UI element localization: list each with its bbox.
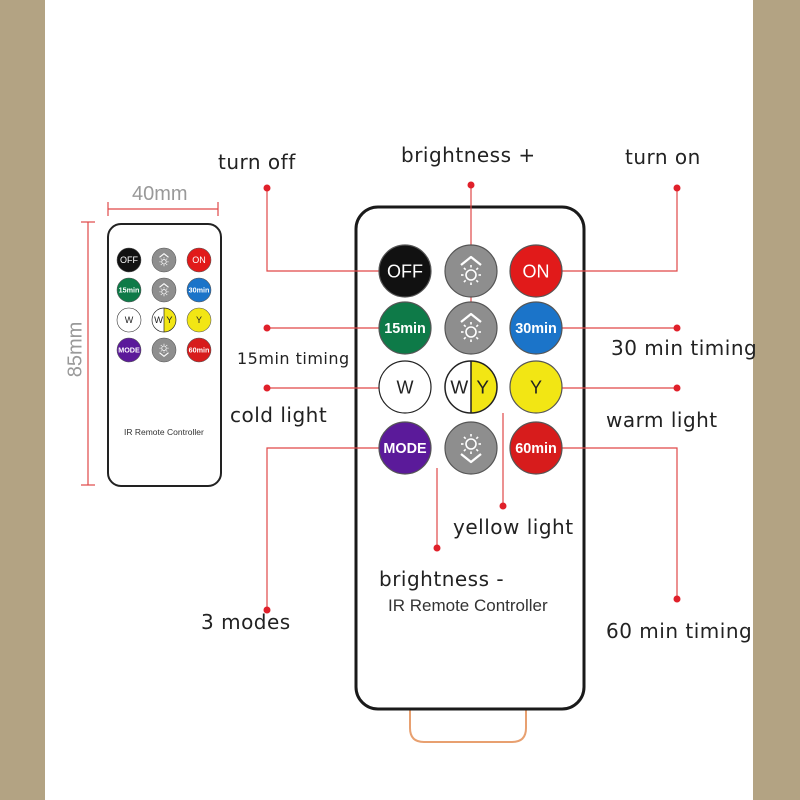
brightness-up-icon bbox=[460, 255, 482, 285]
remote-button-label: 15min bbox=[384, 321, 426, 337]
height-dimension-label: 85mm bbox=[64, 321, 87, 378]
remote-button-label: 15min bbox=[119, 286, 140, 295]
width-dimension-label: 40mm bbox=[132, 183, 188, 205]
remote-button-brightness-down[interactable] bbox=[151, 337, 177, 363]
remote-button-mode[interactable]: MODE bbox=[116, 337, 142, 363]
label-turn-off: turn off bbox=[218, 150, 296, 174]
label-brightness-minus: brightness - bbox=[379, 567, 505, 591]
dimension-lines bbox=[81, 202, 219, 486]
remote-button-w[interactable]: W bbox=[116, 307, 142, 333]
remote-button-15min[interactable]: 15min bbox=[116, 277, 142, 303]
brightness-up-icon bbox=[460, 312, 482, 342]
remote-button-label: W bbox=[154, 315, 163, 326]
remote-button-label: W bbox=[125, 315, 134, 325]
remote-button-60min[interactable]: 60min bbox=[186, 337, 212, 363]
remote-button-label: 60min bbox=[515, 441, 557, 457]
remote-button-y[interactable]: Y bbox=[186, 307, 212, 333]
remote-button-label: 30min bbox=[515, 321, 557, 337]
label-warm-light: warm light bbox=[606, 408, 718, 432]
remote-button-label: MODE bbox=[118, 346, 140, 355]
brightness-up-icon bbox=[159, 283, 169, 297]
remote-caption: IR Remote Controller bbox=[388, 596, 548, 615]
remote-button-y[interactable]: Y bbox=[509, 360, 563, 414]
remote-button-label: ON bbox=[192, 255, 206, 265]
remote-button-off[interactable]: OFF bbox=[378, 244, 432, 298]
label-cold-light: cold light bbox=[230, 403, 328, 427]
leader-lines bbox=[266, 185, 678, 610]
remote-button-60min[interactable]: 60min bbox=[509, 421, 563, 475]
remote-button-w-up[interactable] bbox=[151, 277, 177, 303]
label-turn-on: turn on bbox=[625, 145, 701, 169]
remote-clip bbox=[409, 708, 527, 743]
label-30min-timing: 30 min timing bbox=[611, 336, 758, 360]
remote-button-label: W bbox=[450, 377, 468, 398]
small-remote-caption: IR Remote Controller bbox=[124, 427, 204, 437]
label-3-modes: 3 modes bbox=[201, 610, 291, 634]
remote-button-label: Y bbox=[476, 377, 489, 398]
leader-dots bbox=[263, 181, 681, 614]
remote-button-on[interactable]: ON bbox=[509, 244, 563, 298]
remote-button-label: OFF bbox=[387, 261, 423, 281]
label-brightness-plus: brightness + bbox=[401, 143, 536, 167]
remote-button-w-up[interactable] bbox=[444, 301, 498, 355]
label-yellow-light: yellow light bbox=[453, 515, 574, 539]
remote-button-label: W bbox=[397, 377, 414, 397]
brightness-up-icon bbox=[159, 253, 169, 267]
remote-button-w[interactable]: W bbox=[378, 360, 432, 414]
remote-button-off[interactable]: OFF bbox=[116, 247, 142, 273]
remote-button-label: Y bbox=[166, 315, 173, 326]
label-15min-timing: 15min timing bbox=[237, 349, 350, 368]
remote-button-on[interactable]: ON bbox=[186, 247, 212, 273]
label-60min-timing: 60 min timing bbox=[606, 619, 753, 643]
remote-button-mode[interactable]: MODE bbox=[378, 421, 432, 475]
remote-button-30min[interactable]: 30min bbox=[186, 277, 212, 303]
brightness-down-icon bbox=[460, 434, 482, 464]
remote-button-15min[interactable]: 15min bbox=[378, 301, 432, 355]
remote-button-label: Y bbox=[196, 315, 202, 325]
remote-button-brightness-down[interactable] bbox=[444, 421, 498, 475]
remote-button-30min[interactable]: 30min bbox=[509, 301, 563, 355]
remote-button-label: 30min bbox=[189, 286, 210, 295]
remote-button-label: MODE bbox=[383, 441, 427, 457]
remote-button-brightness-up[interactable] bbox=[444, 244, 498, 298]
remote-button-brightness-up[interactable] bbox=[151, 247, 177, 273]
remote-button-label: Y bbox=[530, 377, 542, 397]
brightness-down-icon bbox=[159, 343, 169, 357]
remote-button-label: 60min bbox=[189, 346, 210, 355]
remote-button-label: OFF bbox=[120, 255, 138, 265]
remote-button-label: ON bbox=[523, 261, 550, 281]
